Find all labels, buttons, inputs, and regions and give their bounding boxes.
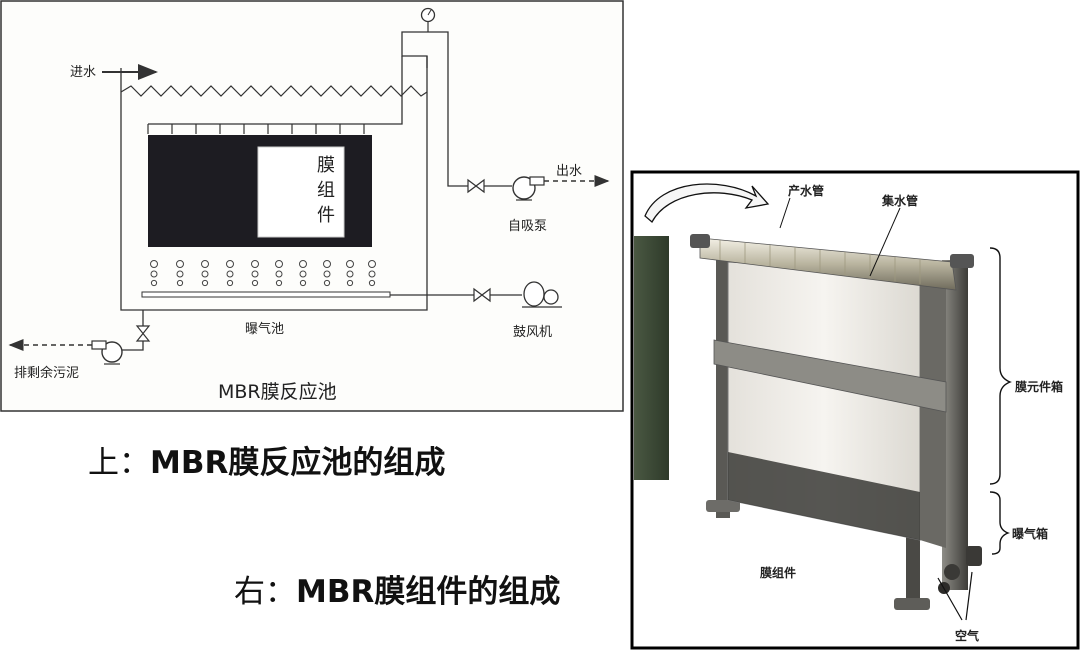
caption-right-prefix: 右： (234, 574, 296, 610)
membrane-module-photo: 产水管 集水管 膜元件箱 曝气箱 膜组件 空气 (630, 170, 1080, 650)
caption-top-prefix: 上： (88, 445, 150, 481)
collector-pipe (699, 237, 957, 291)
caption-right: 右：MBR膜组件的组成 (234, 566, 560, 611)
water-level (120, 85, 428, 97)
caption-top: 上：MBR膜反应池的组成 (88, 437, 445, 482)
flow-arrow (644, 183, 770, 224)
suction-stubs (147, 124, 365, 134)
reactor-title: MBR膜反应池 (218, 381, 337, 403)
outlet-pipe (440, 31, 468, 187)
self-priming-pump-icon (512, 176, 545, 201)
product-pipe-label: 产水管 (788, 183, 824, 198)
green-wall (634, 236, 669, 480)
aeration-box-label: 曝气箱 (1012, 526, 1048, 541)
module-label-1: 膜 (317, 155, 335, 176)
blower-label: 鼓风机 (513, 325, 552, 340)
sludge-valve-icon (135, 325, 151, 342)
caption-top-text: MBR膜反应池的组成 (150, 445, 446, 481)
aeration-tank-label: 曝气池 (245, 321, 284, 337)
outlet-label: 出水 (556, 164, 582, 179)
air-label: 空气 (955, 628, 979, 643)
sludge-pump-icon (91, 340, 123, 365)
sludge-label: 排剩余污泥 (14, 365, 79, 381)
aeration-pipe (141, 291, 391, 298)
aeration-bubbles (150, 260, 376, 287)
suction-riser (372, 56, 403, 125)
outlet-valve-icon (467, 178, 485, 194)
module-box-brace (989, 247, 1012, 485)
air-arrows (937, 571, 973, 621)
aeration-box (728, 452, 920, 540)
inlet-label: 进水 (70, 65, 96, 80)
aeration-box-brace (989, 491, 1010, 555)
membrane-module-label: 膜组件 (760, 565, 796, 580)
module-label-box (257, 146, 345, 238)
frame-crossbar (713, 339, 947, 413)
collector-pipe-label: 集水管 (881, 193, 918, 208)
blower-icon (522, 281, 562, 308)
module-label-2: 组 (317, 180, 335, 201)
reactor-diagram: 进水 自吸泵 出水 (0, 0, 624, 412)
pump-label: 自吸泵 (508, 219, 547, 234)
caption-right-text: MBR膜组件的组成 (296, 574, 561, 610)
module-label-3: 件 (317, 205, 335, 226)
air-valve-icon (473, 287, 491, 303)
module-box-label: 膜元件箱 (1015, 379, 1063, 394)
